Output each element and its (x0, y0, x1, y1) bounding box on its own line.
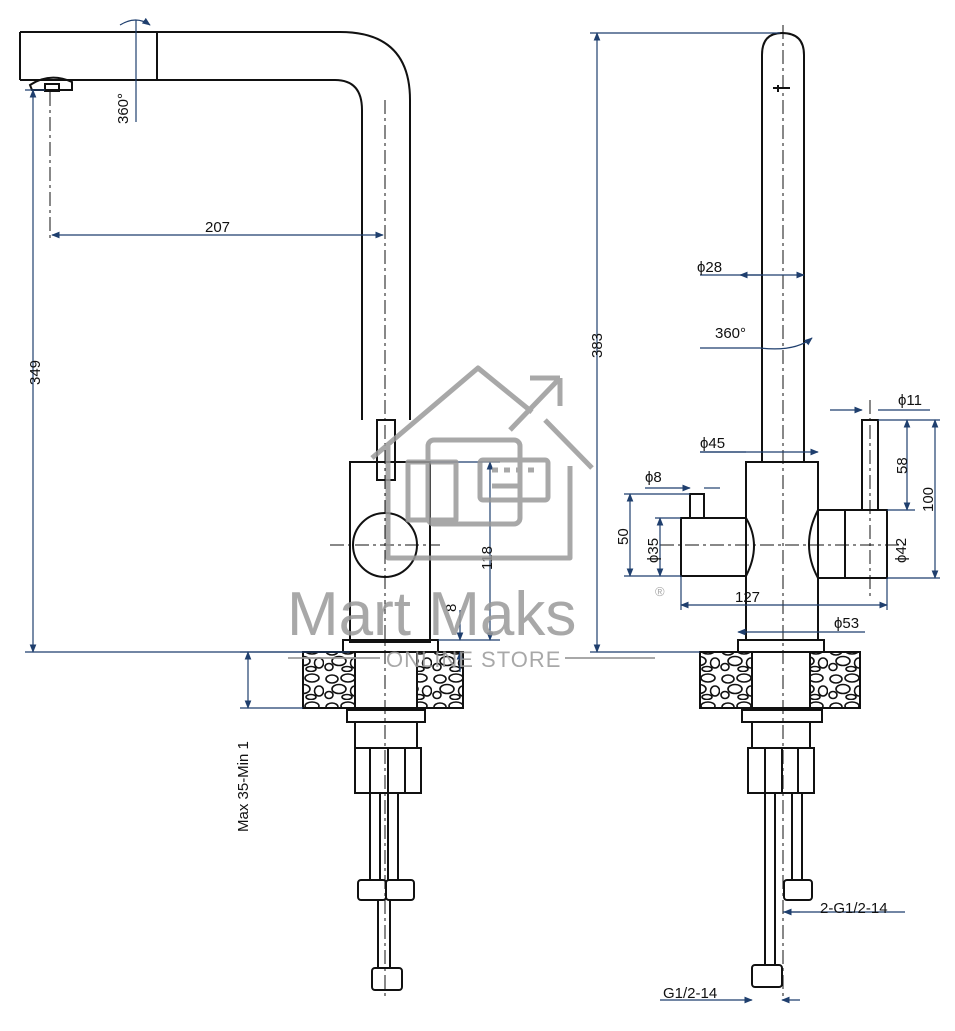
front-body (745, 461, 819, 641)
dim-handle-diameter: ϕ11 (898, 392, 922, 409)
dim-body-top-diameter: ϕ45 (700, 435, 725, 452)
watermark-logo: Mart Maks ® ONLINE STORE (287, 365, 665, 672)
dim-total-height: 383 (589, 333, 606, 358)
dim-lever-diameter: ϕ8 (645, 469, 662, 486)
aerator (28, 76, 73, 91)
spout-top (761, 31, 805, 85)
dim-body-diameter: ϕ35 (645, 538, 662, 563)
watermark-brand: Mart Maks (287, 580, 576, 649)
house-with-rising-arrow-icon (370, 365, 594, 561)
spout-tube (20, 31, 411, 420)
front-view-drawing (680, 31, 888, 988)
watermark-registered: ® (655, 584, 665, 599)
side-dimension-lines (25, 17, 500, 709)
dim-counter-thickness: Max 35-Min 1 (235, 741, 252, 832)
dim-hose-thread: 2-G1/2-14 (820, 900, 888, 917)
dim-height-side: 349 (27, 360, 44, 385)
watermark-tagline: ONLINE STORE (386, 647, 561, 672)
dim-valve-diameter: ϕ42 (893, 538, 910, 563)
dim-lever-height: 50 (615, 528, 632, 545)
dim-total-handle-height: 100 (920, 487, 937, 512)
side-view-drawing (19, 31, 439, 991)
dim-spout-diameter: ϕ28 (697, 259, 722, 276)
dim-handle-height: 58 (894, 457, 911, 474)
dim-swivel-front: 360° (715, 325, 746, 342)
dim-width: 127 (735, 589, 760, 606)
dim-base-diameter: ϕ53 (834, 615, 859, 632)
dim-base-thickness: 8 (443, 604, 460, 612)
dim-inlet-thread: G1/2-14 (663, 985, 717, 1002)
dim-spout-reach: 207 (205, 219, 230, 236)
dim-swivel-side: 360° (115, 93, 132, 124)
front-dimension-lines (590, 32, 940, 1004)
